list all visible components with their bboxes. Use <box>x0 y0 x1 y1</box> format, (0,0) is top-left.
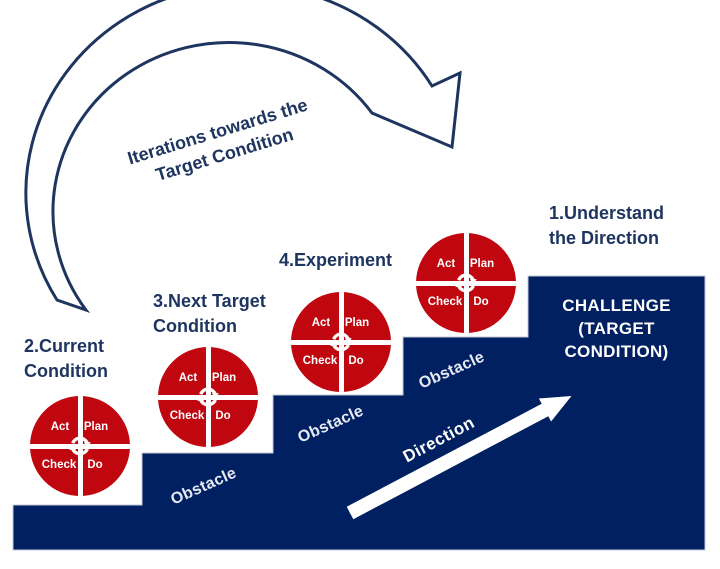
iterations-curved-arrow <box>24 0 462 314</box>
cycle-arrows-icon <box>455 273 477 293</box>
pdca-divider-horizontal <box>30 443 130 449</box>
pdca-do-label: Do <box>348 355 364 367</box>
challenge-line1: CHALLENGE <box>562 296 671 315</box>
pdca-check-label: Check <box>427 296 463 308</box>
label-current-condition-line1: 2.Current <box>24 336 105 356</box>
label-understand-direction: 1.Understand the Direction <box>549 201 664 251</box>
pdca-check-label: Check <box>169 410 205 422</box>
label-next-target-condition: 3.Next Target Condition <box>153 289 266 339</box>
pdca-do-label: Do <box>215 410 231 422</box>
cycle-arrows-icon <box>330 332 352 352</box>
pdca-divider-horizontal <box>291 339 391 345</box>
challenge-target-condition-label: CHALLENGE (TARGET CONDITION) <box>528 294 705 363</box>
direction-arrow <box>346 396 572 520</box>
pdca-circle-experiment: Act Plan Check Do <box>291 292 391 392</box>
challenge-line3: CONDITION) <box>564 342 669 361</box>
label-experiment: 4.Experiment <box>279 248 392 273</box>
pdca-plan-label: Plan <box>83 421 109 433</box>
label-next-target-line1: 3.Next Target <box>153 291 266 311</box>
pdca-circle-next-target: Act Plan Check Do <box>158 347 258 447</box>
pdca-circle-current-condition: Act Plan Check Do <box>30 396 130 496</box>
pdca-circle-understand: Act Plan Check Do <box>416 233 516 333</box>
pdca-plan-label: Plan <box>469 258 495 270</box>
label-understand-line1: 1.Understand <box>549 203 665 223</box>
pdca-divider-horizontal <box>416 280 516 286</box>
pdca-divider-horizontal <box>158 394 258 400</box>
challenge-line2: (TARGET <box>578 319 655 338</box>
staircase <box>12 275 706 551</box>
label-understand-line2: the Direction <box>549 228 660 248</box>
cycle-arrows-icon <box>69 436 91 456</box>
pdca-check-label: Check <box>41 459 77 471</box>
pdca-act-label: Act <box>311 317 331 329</box>
label-current-condition: 2.Current Condition <box>24 334 108 384</box>
pdca-do-label: Do <box>87 459 103 471</box>
pdca-act-label: Act <box>436 258 456 270</box>
pdca-act-label: Act <box>178 372 198 384</box>
pdca-plan-label: Plan <box>344 317 370 329</box>
label-experiment-line1: 4.Experiment <box>279 250 393 270</box>
pdca-do-label: Do <box>473 296 489 308</box>
pdca-check-label: Check <box>302 355 338 367</box>
pdca-act-label: Act <box>50 421 70 433</box>
cycle-arrows-icon <box>197 387 219 407</box>
label-current-condition-line2: Condition <box>24 361 108 381</box>
label-next-target-line2: Condition <box>153 316 237 336</box>
pdca-plan-label: Plan <box>211 372 237 384</box>
